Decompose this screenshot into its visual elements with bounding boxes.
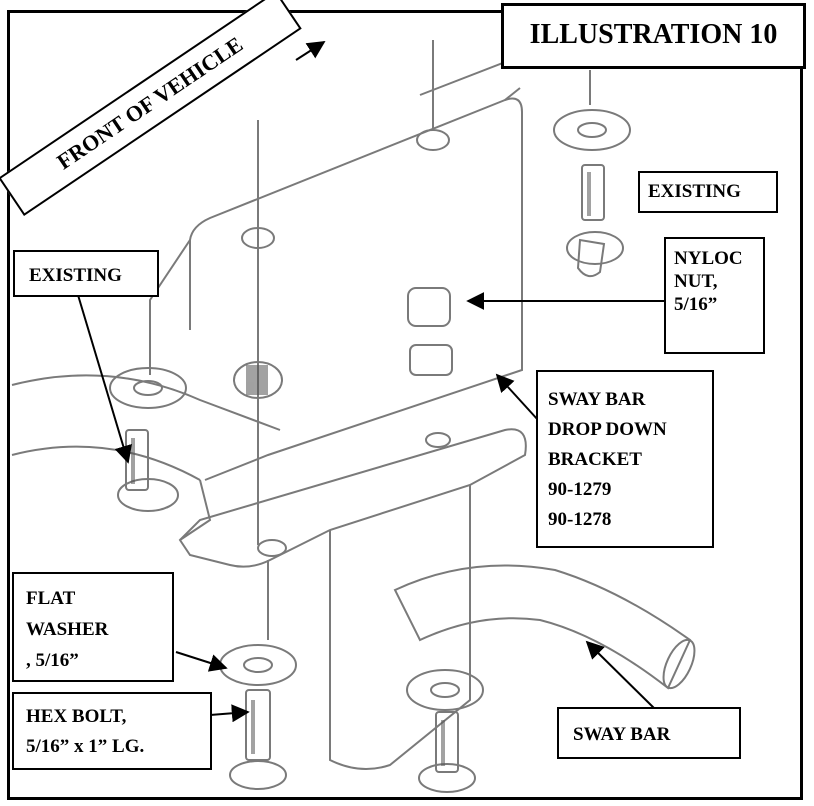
leader-sway-bar [585,640,659,713]
callout-flat-washer: FLAT WASHER , 5/16” [12,572,174,682]
bracket-bend [149,87,521,375]
frame-plate [179,479,212,541]
sway-bar [393,564,692,690]
callout-sway-bar: SWAY BAR [557,707,741,759]
illustration-title: ILLUSTRATION 10 [501,3,806,69]
washer-right [553,109,631,151]
leader-hex-bolt [209,704,250,723]
flat-washer [219,644,297,686]
bolt-shank-lower-right [435,711,459,773]
lower-tab-hole [257,539,287,557]
arrow-front-direction [295,41,326,61]
nut-lower-left [229,760,287,790]
hex-bolt-shank [245,689,271,761]
callout-nyloc-nut: NYLOC NUT, 5/16” [664,237,765,354]
sway-bar-end [662,638,696,690]
frame-rail-lower [11,445,201,481]
frame-rail-upper [11,374,281,431]
bracket-body [329,485,471,770]
bracket-lower-tab [178,428,527,568]
callout-existing-right: EXISTING [638,171,778,213]
bolt-shank-right [581,164,605,221]
callout-hex-bolt: HEX BOLT, 5/16” x 1” LG. [12,692,212,770]
callout-sway-bar-drop-down-bracket: SWAY BAR DROP DOWN BRACKET 90-1279 90-12… [536,370,714,548]
nut-lower-right [418,763,476,793]
callout-existing-left: EXISTING [13,250,159,297]
nut-right-existing [566,231,624,265]
leader-flat-washer [175,651,228,672]
nut-mid [233,361,283,399]
hex-nut-upper [576,238,606,278]
bracket-slot [409,344,453,376]
drop-down-bracket [189,97,523,481]
nyloc-nut-shape [407,287,451,327]
illustration-frame [7,10,803,800]
washer-lower-mid [406,669,484,711]
leader-bracket [495,373,539,421]
washer-left [109,367,187,409]
leader-existing-left [77,294,132,464]
lower-tab-hole-2 [425,432,451,448]
bracket-top-hole-right [416,129,450,151]
